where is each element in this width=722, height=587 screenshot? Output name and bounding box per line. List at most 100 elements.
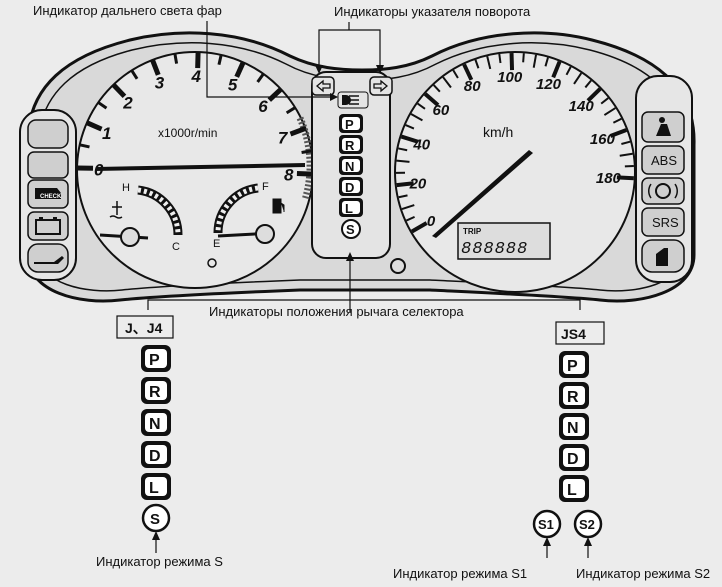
s2-mode-indicator: S2 xyxy=(573,509,603,539)
tach-scale-label: 8 xyxy=(284,165,294,184)
gear-label: P xyxy=(149,352,160,369)
temperature-gauge: H C xyxy=(99,182,183,253)
gear-label: R xyxy=(567,389,579,406)
tach-scale-label: 6 xyxy=(258,97,268,116)
speed-tick xyxy=(603,107,616,116)
tach-scale-label: 5 xyxy=(228,75,238,94)
svg-text:S1: S1 xyxy=(538,517,554,532)
speed-tick xyxy=(600,97,609,105)
tach-tick xyxy=(256,72,265,83)
speed-tick xyxy=(405,215,415,222)
gear-label: L xyxy=(567,482,577,499)
tach-scale-label: 3 xyxy=(155,73,165,92)
tach-tick xyxy=(173,53,179,64)
center-gear-label: R xyxy=(345,138,355,153)
speed-scale-label: 100 xyxy=(497,69,523,86)
speed-tick xyxy=(396,159,410,163)
speed-tick xyxy=(423,92,440,107)
speedometer-needle xyxy=(432,150,533,238)
temp-hot-label: H xyxy=(122,182,130,194)
gear-label: P xyxy=(567,358,578,375)
speed-tick xyxy=(619,152,633,157)
speed-tick xyxy=(432,84,441,93)
speed-tick xyxy=(544,57,549,67)
speed-tick xyxy=(498,53,502,64)
gear-label: N xyxy=(567,420,579,437)
speed-tick xyxy=(573,72,583,85)
high-beam-indicator xyxy=(337,91,369,109)
speed-tick xyxy=(584,79,592,89)
abs-indicator: ABS xyxy=(651,153,677,168)
gear-label: N xyxy=(149,416,161,433)
speed-scale-label: 80 xyxy=(464,78,481,95)
svg-text:S2: S2 xyxy=(579,517,595,532)
speed-scale-label: 0 xyxy=(427,213,436,230)
speed-scale-label: 120 xyxy=(536,76,562,93)
speed-tick xyxy=(612,117,622,124)
tach-tick xyxy=(234,61,246,78)
trip-odometer: TRIP 888888 xyxy=(457,222,551,260)
tach-scale-label: 1 xyxy=(102,124,111,143)
fuel-empty-label: E xyxy=(213,238,220,250)
tach-tick xyxy=(150,59,161,76)
s-mode-label: Индикатор режима S xyxy=(96,554,223,569)
coolant-icon xyxy=(109,201,123,219)
speed-tick xyxy=(417,102,426,110)
speed-scale-label: 40 xyxy=(412,136,430,153)
speed-tick xyxy=(586,87,602,103)
speed-scale-label: 160 xyxy=(590,131,616,148)
gear-label: R xyxy=(149,384,161,401)
speed-tick xyxy=(532,54,537,68)
gear-label: D xyxy=(567,451,579,468)
fuel-gauge: F E xyxy=(213,181,285,250)
tach-tick xyxy=(111,83,127,99)
high-beam-leader xyxy=(206,21,337,98)
speed-scale-label: 180 xyxy=(596,170,622,187)
speed-tick xyxy=(398,147,408,152)
speed-scale-label: 60 xyxy=(433,102,450,119)
s2-mode-label: Индикатор режима S2 xyxy=(576,566,710,581)
tachometer-ticks xyxy=(76,51,314,177)
speed-tick xyxy=(621,140,631,145)
speed-tick xyxy=(616,175,634,181)
tach-tick xyxy=(285,106,296,115)
speedometer-unit: km/h xyxy=(483,124,513,140)
variant-left-title-box xyxy=(116,315,174,339)
selector-position-label: Индикаторы положения рычага селектора xyxy=(209,304,464,319)
battery-icon xyxy=(27,211,69,241)
tach-tick xyxy=(79,143,90,149)
speed-tick xyxy=(410,113,423,122)
speedometer-ticks xyxy=(395,52,634,234)
svg-text:CHECK: CHECK xyxy=(40,194,62,200)
speed-tick xyxy=(486,56,492,70)
odometer-digits: 888888 xyxy=(461,240,528,259)
speed-tick xyxy=(452,69,459,79)
tach-tick xyxy=(267,87,283,102)
speed-tick xyxy=(474,59,480,69)
tach-scale-label: 4 xyxy=(190,67,201,86)
fuel-pump-icon xyxy=(272,198,285,214)
tach-tick xyxy=(289,126,307,137)
gear-label: D xyxy=(149,448,161,465)
tachometer-needle xyxy=(95,163,305,171)
center-gear-label: P xyxy=(345,117,354,132)
trip-label: TRIP xyxy=(463,227,482,236)
high-beam-label: Индикатор дальнего света фар xyxy=(33,3,222,18)
speed-tick xyxy=(522,53,525,63)
tach-scale-label: 2 xyxy=(122,93,133,112)
center-gear-label: L xyxy=(345,201,353,216)
speed-tick xyxy=(398,194,408,199)
tach-tick xyxy=(97,101,108,110)
tach-tick xyxy=(85,120,103,132)
speed-tick xyxy=(401,204,415,211)
gear-label: L xyxy=(149,480,159,497)
tach-tick xyxy=(296,171,314,177)
variant-left-title: J、J4 xyxy=(125,320,163,336)
tach-tick xyxy=(217,54,223,66)
center-gear-s-indicator xyxy=(341,219,361,239)
speed-tick xyxy=(400,134,419,144)
srs-indicator: SRS xyxy=(652,215,679,230)
